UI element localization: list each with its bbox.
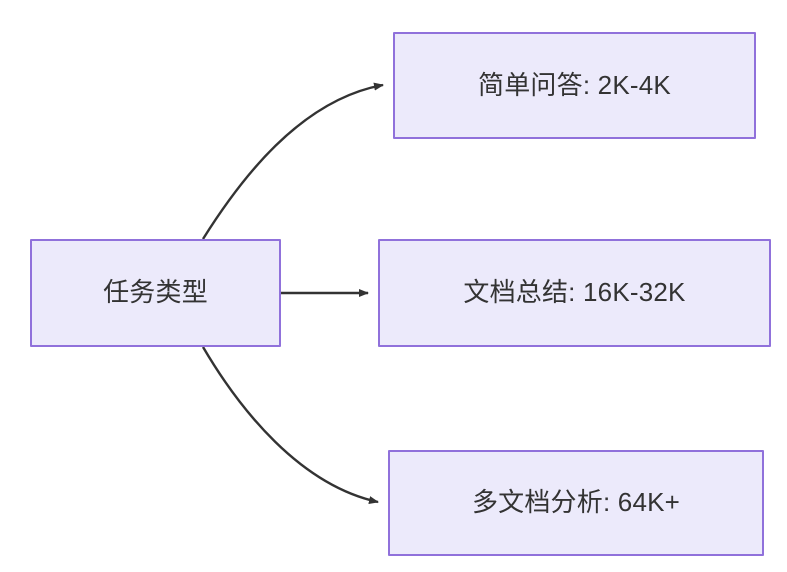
edge-root-to-multi-doc — [201, 346, 379, 504]
node-document-summary[interactable]: 文档总结: 16K-32K — [378, 239, 771, 347]
node-task-type[interactable]: 任务类型 — [30, 239, 281, 347]
node-label-multi-document-analysis: 多文档分析: 64K+ — [471, 487, 681, 518]
node-simple-qa[interactable]: 简单问答: 2K-4K — [393, 32, 756, 139]
node-multi-document-analysis[interactable]: 多文档分析: 64K+ — [388, 450, 764, 556]
node-label-task-type: 任务类型 — [103, 277, 208, 308]
node-label-simple-qa: 简单问答: 2K-4K — [478, 69, 671, 100]
edge-root-to-simple-qa — [201, 82, 384, 240]
node-label-document-summary: 文档总结: 16K-32K — [463, 277, 686, 308]
